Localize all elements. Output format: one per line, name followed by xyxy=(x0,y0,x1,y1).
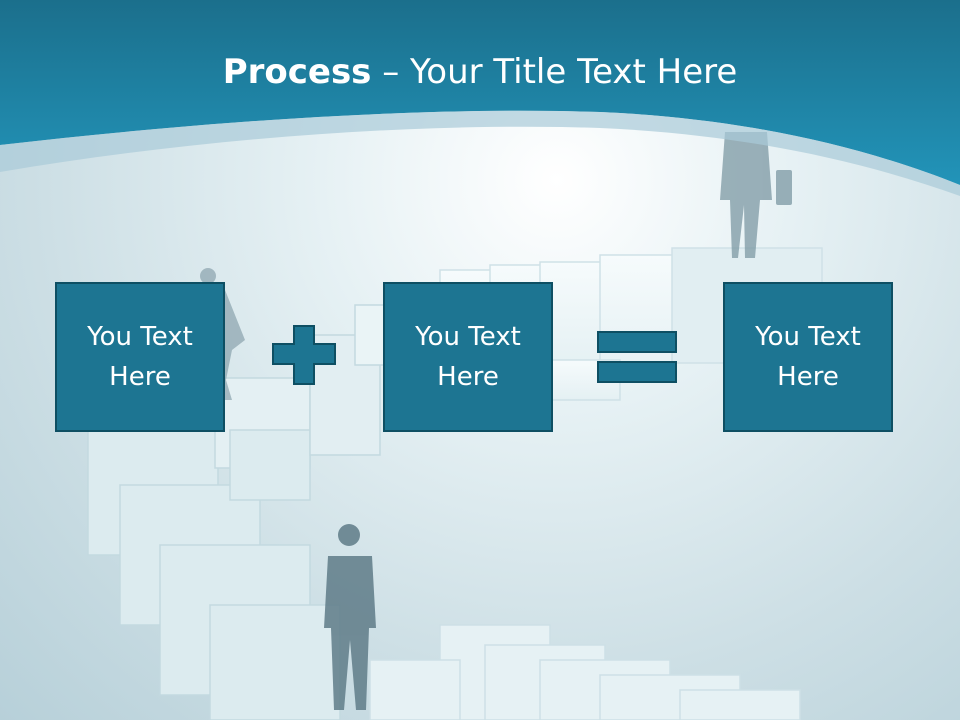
text-box-3[interactable]: You Text Here xyxy=(723,282,893,432)
header-swoosh xyxy=(0,110,960,196)
text-box-2[interactable]: You Text Here xyxy=(383,282,553,432)
text-box-3-label: You Text Here xyxy=(755,322,861,392)
slide-title: Process – Your Title Text Here xyxy=(0,52,960,92)
title-bold: Process xyxy=(222,52,372,92)
bottom-staircase xyxy=(369,624,801,720)
text-box-1[interactable]: You Text Here xyxy=(55,282,225,432)
left-staircase xyxy=(87,304,396,720)
person-bottom xyxy=(324,524,376,710)
header-band xyxy=(0,0,960,185)
text-box-1-label: You Text Here xyxy=(87,322,193,392)
text-box-2-label: You Text Here xyxy=(415,322,521,392)
title-rest: – Your Title Text Here xyxy=(371,52,738,92)
